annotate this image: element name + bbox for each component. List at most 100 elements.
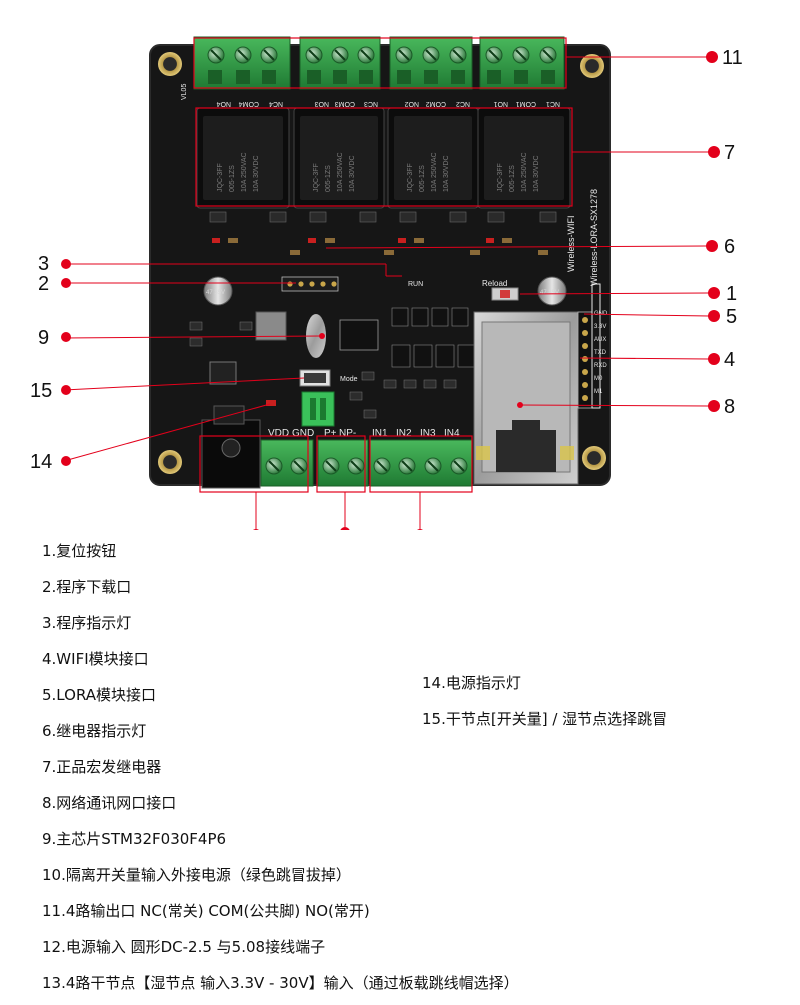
wifi-label: Wireless-WIFI xyxy=(566,216,576,273)
legend-item: 11.4路输出口 NC(常关) COM(公共脚) NO(常开) xyxy=(42,902,370,920)
svg-text:NC2: NC2 xyxy=(456,100,470,107)
lora-label: Wireless-LORA-SX1278 xyxy=(589,189,599,286)
isolation-jumper xyxy=(301,391,335,427)
legend-left: 1.复位按钮 2.程序下载口 3.程序指示灯 4.WIFI模块接口 5.LORA… xyxy=(42,537,519,1005)
capacitor-right: 47 35V xyxy=(537,276,567,306)
svg-text:NO4: NO4 xyxy=(217,100,232,107)
svg-text:14: 14 xyxy=(30,451,52,473)
mode-label: Mode xyxy=(340,376,358,383)
lora-header: GND 3.3V AUX TXD RXD M0 M1 xyxy=(577,283,608,409)
svg-text:M0: M0 xyxy=(594,376,603,382)
svg-text:NC3: NC3 xyxy=(364,100,378,107)
callout-numbers: 11 7 3 2 6 1 5 4 9 15 8 14 12 10 13 xyxy=(30,47,743,473)
legend-item: 12.电源输入 圆形DC-2.5 与5.08接线端子 xyxy=(42,938,326,956)
svg-text:TXD: TXD xyxy=(594,350,607,356)
svg-text:10A 30VDC: 10A 30VDC xyxy=(443,155,450,192)
callout-dots xyxy=(61,51,720,530)
svg-text:AUX: AUX xyxy=(594,337,606,343)
svg-text:5: 5 xyxy=(726,306,737,328)
svg-text:COM2: COM2 xyxy=(426,100,446,107)
svg-text:COM1: COM1 xyxy=(516,100,536,107)
svg-text:15: 15 xyxy=(30,380,52,402)
svg-text:NC1: NC1 xyxy=(546,100,560,107)
svg-text:1: 1 xyxy=(726,283,737,305)
program-header xyxy=(281,276,339,292)
svg-text:NC4: NC4 xyxy=(269,100,283,107)
svg-text:9: 9 xyxy=(38,327,49,349)
legend-item: 10.隔离开关量输入外接电源（绿色跳冒拔掉） xyxy=(42,866,351,884)
mounting-hole xyxy=(158,450,182,474)
svg-text:10A 250VAC: 10A 250VAC xyxy=(521,152,528,192)
svg-text:3.3V: 3.3V xyxy=(594,324,606,330)
legend-item: 3.程序指示灯 xyxy=(42,614,132,632)
svg-text:NO2: NO2 xyxy=(405,100,420,107)
ethernet-port xyxy=(473,311,579,485)
capacitor-left: 47 35V xyxy=(203,276,233,306)
svg-text:8: 8 xyxy=(724,396,735,418)
svg-text:JQC-3FF: JQC-3FF xyxy=(217,163,224,192)
legend-right: 14.电源指示灯 15.干节点[开关量] / 湿节点选择跳冒 xyxy=(422,669,667,741)
power-led xyxy=(266,400,276,406)
dry-wet-jumper xyxy=(299,369,331,387)
svg-text:P+: P+ xyxy=(324,428,337,439)
svg-text:VL05: VL05 xyxy=(181,84,188,100)
svg-text:11: 11 xyxy=(722,47,743,69)
svg-text:10A 30VDC: 10A 30VDC xyxy=(349,155,356,192)
svg-text:COM3: COM3 xyxy=(335,100,355,107)
svg-text:005-1ZS: 005-1ZS xyxy=(229,165,236,192)
svg-text:10A 250VAC: 10A 250VAC xyxy=(241,152,248,192)
svg-text:COM4: COM4 xyxy=(239,100,259,107)
svg-text:2: 2 xyxy=(38,273,49,295)
svg-text:GND: GND xyxy=(292,428,314,439)
svg-text:IN2: IN2 xyxy=(396,428,412,439)
svg-text:NO1: NO1 xyxy=(494,100,509,107)
svg-text:10A 250VAC: 10A 250VAC xyxy=(431,152,438,192)
reset-button: Reload xyxy=(482,279,519,301)
legend-item: 6.继电器指示灯 xyxy=(42,722,147,740)
mounting-hole xyxy=(158,52,182,76)
mcu-chip xyxy=(339,319,379,351)
svg-text:005-1ZS: 005-1ZS xyxy=(509,165,516,192)
dc-jack xyxy=(201,405,261,489)
svg-text:10A 250VAC: 10A 250VAC xyxy=(337,152,344,192)
legend-item: 9.主芯片STM32F030F4P6 xyxy=(42,830,227,848)
svg-text:RXD: RXD xyxy=(594,363,607,369)
svg-text:JQC-3FF: JQC-3FF xyxy=(313,163,320,192)
terminal-labels: NO4 COM4 NC4 NO3 COM3 NC3 NO2 COM2 NC2 N… xyxy=(181,84,560,107)
legend-item: 4.WIFI模块接口 xyxy=(42,650,149,668)
legend-item: 2.程序下载口 xyxy=(42,578,132,596)
bottom-terminal-labels: VDD GND P+ NP- IN1 IN2 IN3 IN4 xyxy=(268,428,460,439)
svg-text:47 35V: 47 35V xyxy=(206,290,225,296)
svg-text:6: 6 xyxy=(724,236,735,258)
legend-item: 15.干节点[开关量] / 湿节点选择跳冒 xyxy=(422,710,668,728)
svg-text:IN3: IN3 xyxy=(420,428,436,439)
svg-text:7: 7 xyxy=(724,142,735,164)
regulator xyxy=(209,361,237,385)
relay-indicators xyxy=(209,211,557,255)
ic-row xyxy=(391,307,477,368)
legend-item: 14.电源指示灯 xyxy=(422,674,521,692)
run-label: RUN xyxy=(408,281,423,288)
output-terminals xyxy=(193,36,565,90)
mounting-hole xyxy=(580,54,604,78)
svg-text:4: 4 xyxy=(724,349,735,371)
svg-text:JQC-3FF: JQC-3FF xyxy=(497,163,504,192)
svg-text:NP-: NP- xyxy=(339,428,356,439)
svg-text:10A 30VDC: 10A 30VDC xyxy=(533,155,540,192)
svg-text:Reload: Reload xyxy=(482,279,507,288)
svg-text:JQC-3FF: JQC-3FF xyxy=(407,163,414,192)
svg-text:005-1ZS: 005-1ZS xyxy=(325,165,332,192)
legend-item: 13.4路干节点【湿节点 输入3.3V - 30V】输入（通过板载跳线帽选择） xyxy=(42,974,519,992)
svg-text:M1: M1 xyxy=(594,389,603,395)
svg-text:10A 30VDC: 10A 30VDC xyxy=(253,155,260,192)
callout-boxes xyxy=(193,37,573,493)
legend-item: 8.网络通讯网口接口 xyxy=(42,794,177,812)
legend-item: 5.LORA模块接口 xyxy=(42,686,157,704)
svg-text:IN1: IN1 xyxy=(372,428,388,439)
legend-item: 7.正品宏发继电器 xyxy=(42,758,162,776)
bottom-terminals xyxy=(260,439,473,487)
board-diagram: NO4 COM4 NC4 NO3 COM3 NC3 NO2 COM2 NC2 N… xyxy=(30,36,743,530)
svg-text:47 35V: 47 35V xyxy=(540,290,559,296)
svg-text:005-1ZS: 005-1ZS xyxy=(419,165,426,192)
mounting-hole xyxy=(582,446,606,470)
